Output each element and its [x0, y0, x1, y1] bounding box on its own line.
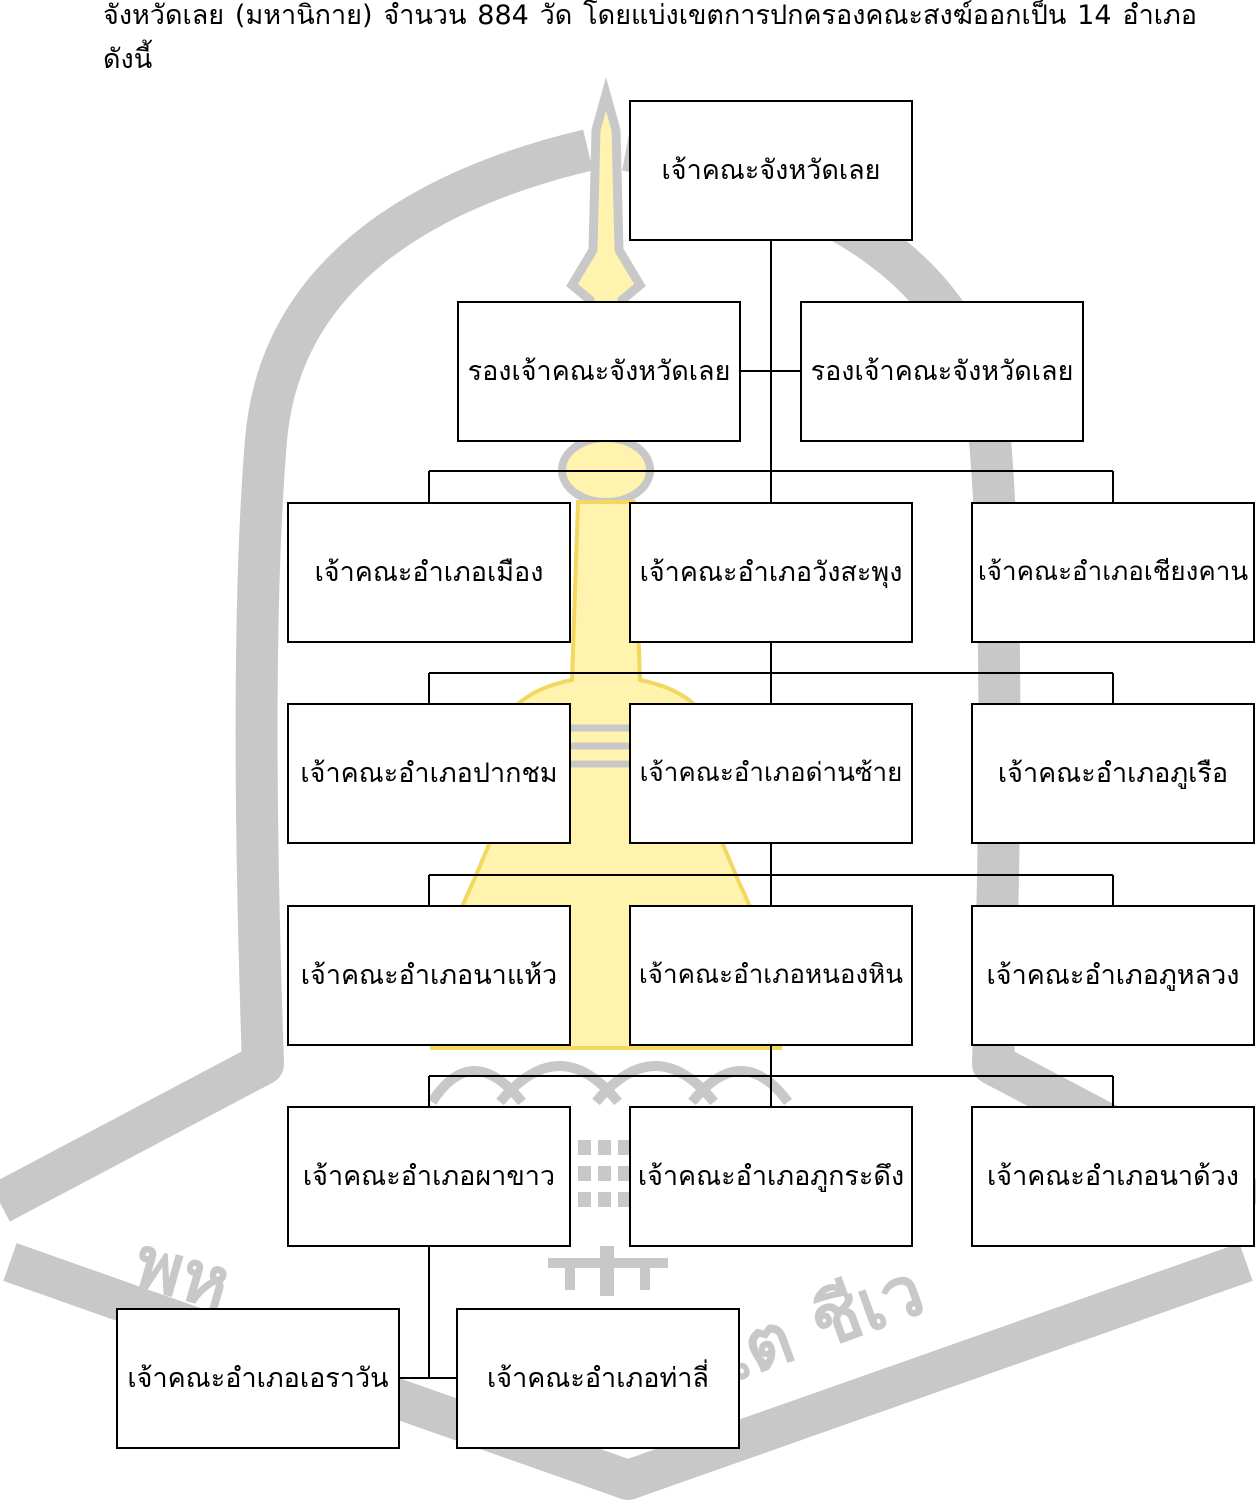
box-deputy-right: รองเจ้าคณะจังหวัดเลย [800, 301, 1084, 442]
box-label: เจ้าคณะอำเภอวังสะพุง [640, 555, 903, 590]
box-district-pha-khao: เจ้าคณะอำเภอผาขาว [287, 1106, 571, 1247]
box-label: เจ้าคณะอำเภอผาขาว [303, 1159, 555, 1194]
intro-line-1-text: จังหวัดเลย (มหานิกาย) จำนวน 884 วัด โดยแ… [103, 0, 1197, 31]
box-deputy-left: รองเจ้าคณะจังหวัดเลย [457, 301, 741, 442]
box-district-nong-hin: เจ้าคณะอำเภอหนองหิน [629, 905, 913, 1046]
box-label: เจ้าคณะอำเภอหนองหิน [639, 959, 903, 993]
box-label: เจ้าคณะอำเภอภูหลวง [987, 958, 1240, 993]
intro-paragraph: จังหวัดเลย (มหานิกาย) จำนวน 884 วัด โดยแ… [103, 0, 1197, 80]
box-label: เจ้าคณะอำเภอนาด้วง [987, 1159, 1239, 1194]
box-label: เจ้าคณะอำเภอเชียงคาน [978, 556, 1248, 590]
box-district-na-haeo: เจ้าคณะอำเภอนาแห้ว [287, 905, 571, 1046]
box-district-pak-chom: เจ้าคณะอำเภอปากชม [287, 703, 571, 844]
box-district-na-duang: เจ้าคณะอำเภอนาด้วง [971, 1106, 1255, 1247]
box-label: เจ้าคณะอำเภอภูเรือ [998, 756, 1228, 791]
box-district-phu-ruea: เจ้าคณะอำเภอภูเรือ [971, 703, 1255, 844]
box-label: เจ้าคณะอำเภอด่านซ้าย [640, 757, 903, 791]
intro-line-2: ดังนี้ [103, 39, 1197, 80]
box-label: เจ้าคณะอำเภอเมือง [315, 555, 544, 590]
box-provincial-head: เจ้าคณะจังหวัดเลย [629, 100, 913, 241]
box-district-mueang: เจ้าคณะอำเภอเมือง [287, 502, 571, 643]
box-label: เจ้าคณะจังหวัดเลย [662, 153, 881, 188]
box-district-erawan: เจ้าคณะอำเภอเอราวัน [116, 1308, 400, 1449]
box-district-phu-kradueng: เจ้าคณะอำเภอภูกระดึง [629, 1106, 913, 1247]
box-district-chiang-khan: เจ้าคณะอำเภอเชียงคาน [971, 502, 1255, 643]
box-label: เจ้าคณะอำเภอท่าลี่ [487, 1361, 709, 1396]
box-label: เจ้าคณะอำเภอนาแห้ว [301, 958, 557, 993]
intro-line-2-text: ดังนี้ [103, 44, 152, 75]
box-district-tha-li: เจ้าคณะอำเภอท่าลี่ [456, 1308, 740, 1449]
box-label: เจ้าคณะอำเภอปากชม [300, 756, 557, 791]
box-label: รองเจ้าคณะจังหวัดเลย [811, 354, 1074, 389]
box-district-dan-sai: เจ้าคณะอำเภอด่านซ้าย [629, 703, 913, 844]
box-label: รองเจ้าคณะจังหวัดเลย [468, 354, 731, 389]
box-label: เจ้าคณะอำเภอเอราวัน [127, 1361, 388, 1396]
box-label: เจ้าคณะอำเภอภูกระดึง [638, 1159, 904, 1194]
box-district-phu-luang: เจ้าคณะอำเภอภูหลวง [971, 905, 1255, 1046]
box-district-wang-saphung: เจ้าคณะอำเภอวังสะพุง [629, 502, 913, 643]
intro-line-1: จังหวัดเลย (มหานิกาย) จำนวน 884 วัด โดยแ… [103, 0, 1197, 37]
